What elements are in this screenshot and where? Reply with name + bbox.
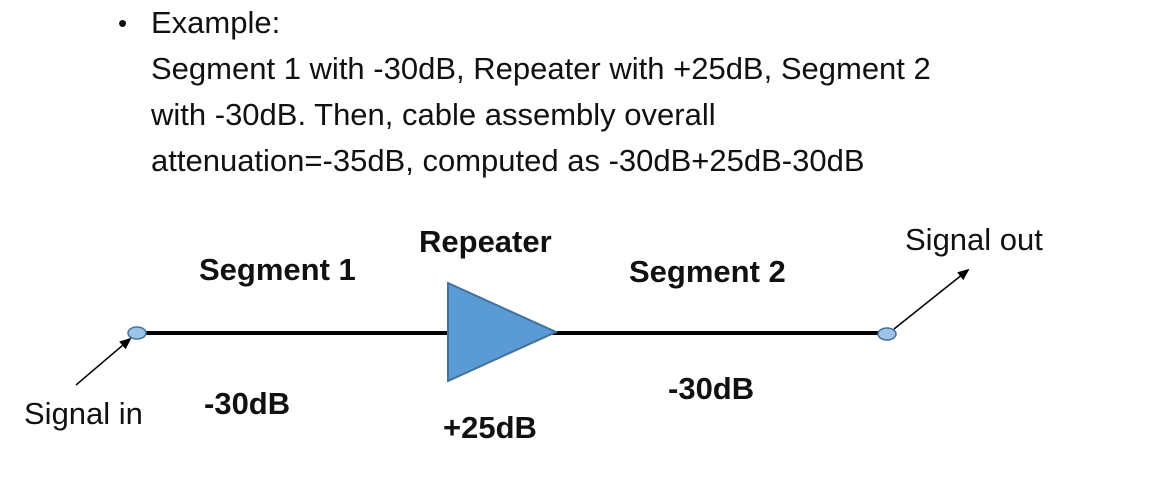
signal-in-arrow [75,337,132,386]
bullet-text-line-1: Segment 1 with -30dB, Repeater with +25d… [151,51,931,86]
bullet-block: • Example: Segment 1 with -30dB, Repeate… [118,0,1138,184]
repeater-value: +25dB [443,410,537,445]
signal-in-label: Signal in [24,396,143,431]
bullet-text-line-2: with -30dB. Then, cable assembly overall [151,97,716,132]
segment2-label: Segment 2 [629,254,786,289]
bullet-title: Example: [151,5,281,40]
signal-out-label: Signal out [905,222,1043,257]
signal-out-endpoint [877,327,897,341]
repeater-label: Repeater [419,224,552,259]
bullet-title-line: • Example: [118,0,1138,46]
segment1-label: Segment 1 [199,252,356,287]
signal-in-endpoint [127,326,147,340]
segment1-value: -30dB [204,386,291,421]
segment2-value: -30dB [668,371,755,406]
bullet-dot: • [118,8,128,38]
repeater-triangle [447,281,559,383]
bullet-text-line-3: attenuation=-35dB, computed as -30dB+25d… [151,143,865,178]
signal-out-arrow [893,268,970,330]
